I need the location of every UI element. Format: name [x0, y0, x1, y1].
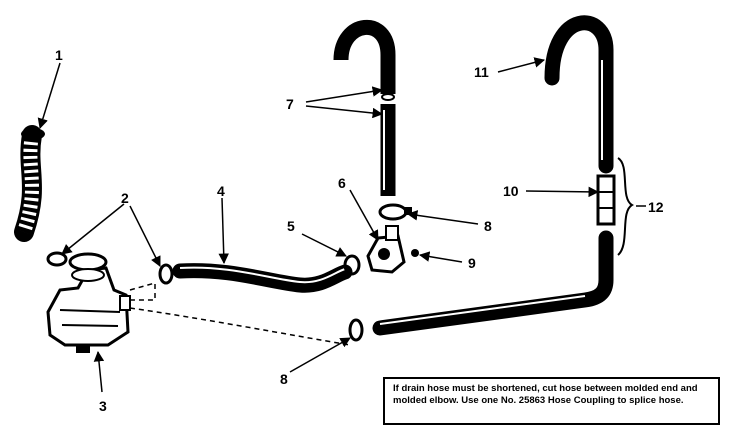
callout-4: 4	[217, 183, 225, 199]
callout-8-top: 8	[484, 218, 492, 234]
instruction-note: If drain hose must be shortened, cut hos…	[383, 377, 720, 425]
j-hose-part-7	[333, 20, 396, 196]
callout-2: 2	[121, 190, 129, 206]
callout-7: 7	[286, 96, 294, 112]
coupling-icon	[596, 174, 616, 226]
hose-clamp-icon	[348, 318, 364, 342]
pump-icon	[46, 252, 131, 353]
callout-3: 3	[99, 398, 107, 414]
instruction-text: If drain hose must be shortened, cut hos…	[393, 383, 698, 406]
drain-hose	[372, 15, 614, 336]
dashed-connector	[129, 282, 351, 346]
leader-lines	[37, 57, 646, 393]
hose-clamp-icon	[378, 203, 412, 221]
brace-12	[617, 157, 634, 256]
hose-part-4	[172, 263, 353, 293]
corrugated-hose	[14, 125, 45, 242]
callout-8-bottom: 8	[280, 371, 288, 387]
callout-5: 5	[287, 218, 295, 234]
callout-11: 11	[474, 64, 489, 80]
screw-icon	[411, 249, 419, 257]
callout-10: 10	[503, 183, 519, 199]
callout-9: 9	[468, 255, 476, 271]
callout-12: 12	[648, 199, 664, 215]
hose-clamp-icon	[343, 254, 361, 276]
hose-clamp-icon	[46, 251, 174, 285]
callout-1: 1	[55, 47, 63, 63]
callout-6: 6	[338, 175, 346, 191]
